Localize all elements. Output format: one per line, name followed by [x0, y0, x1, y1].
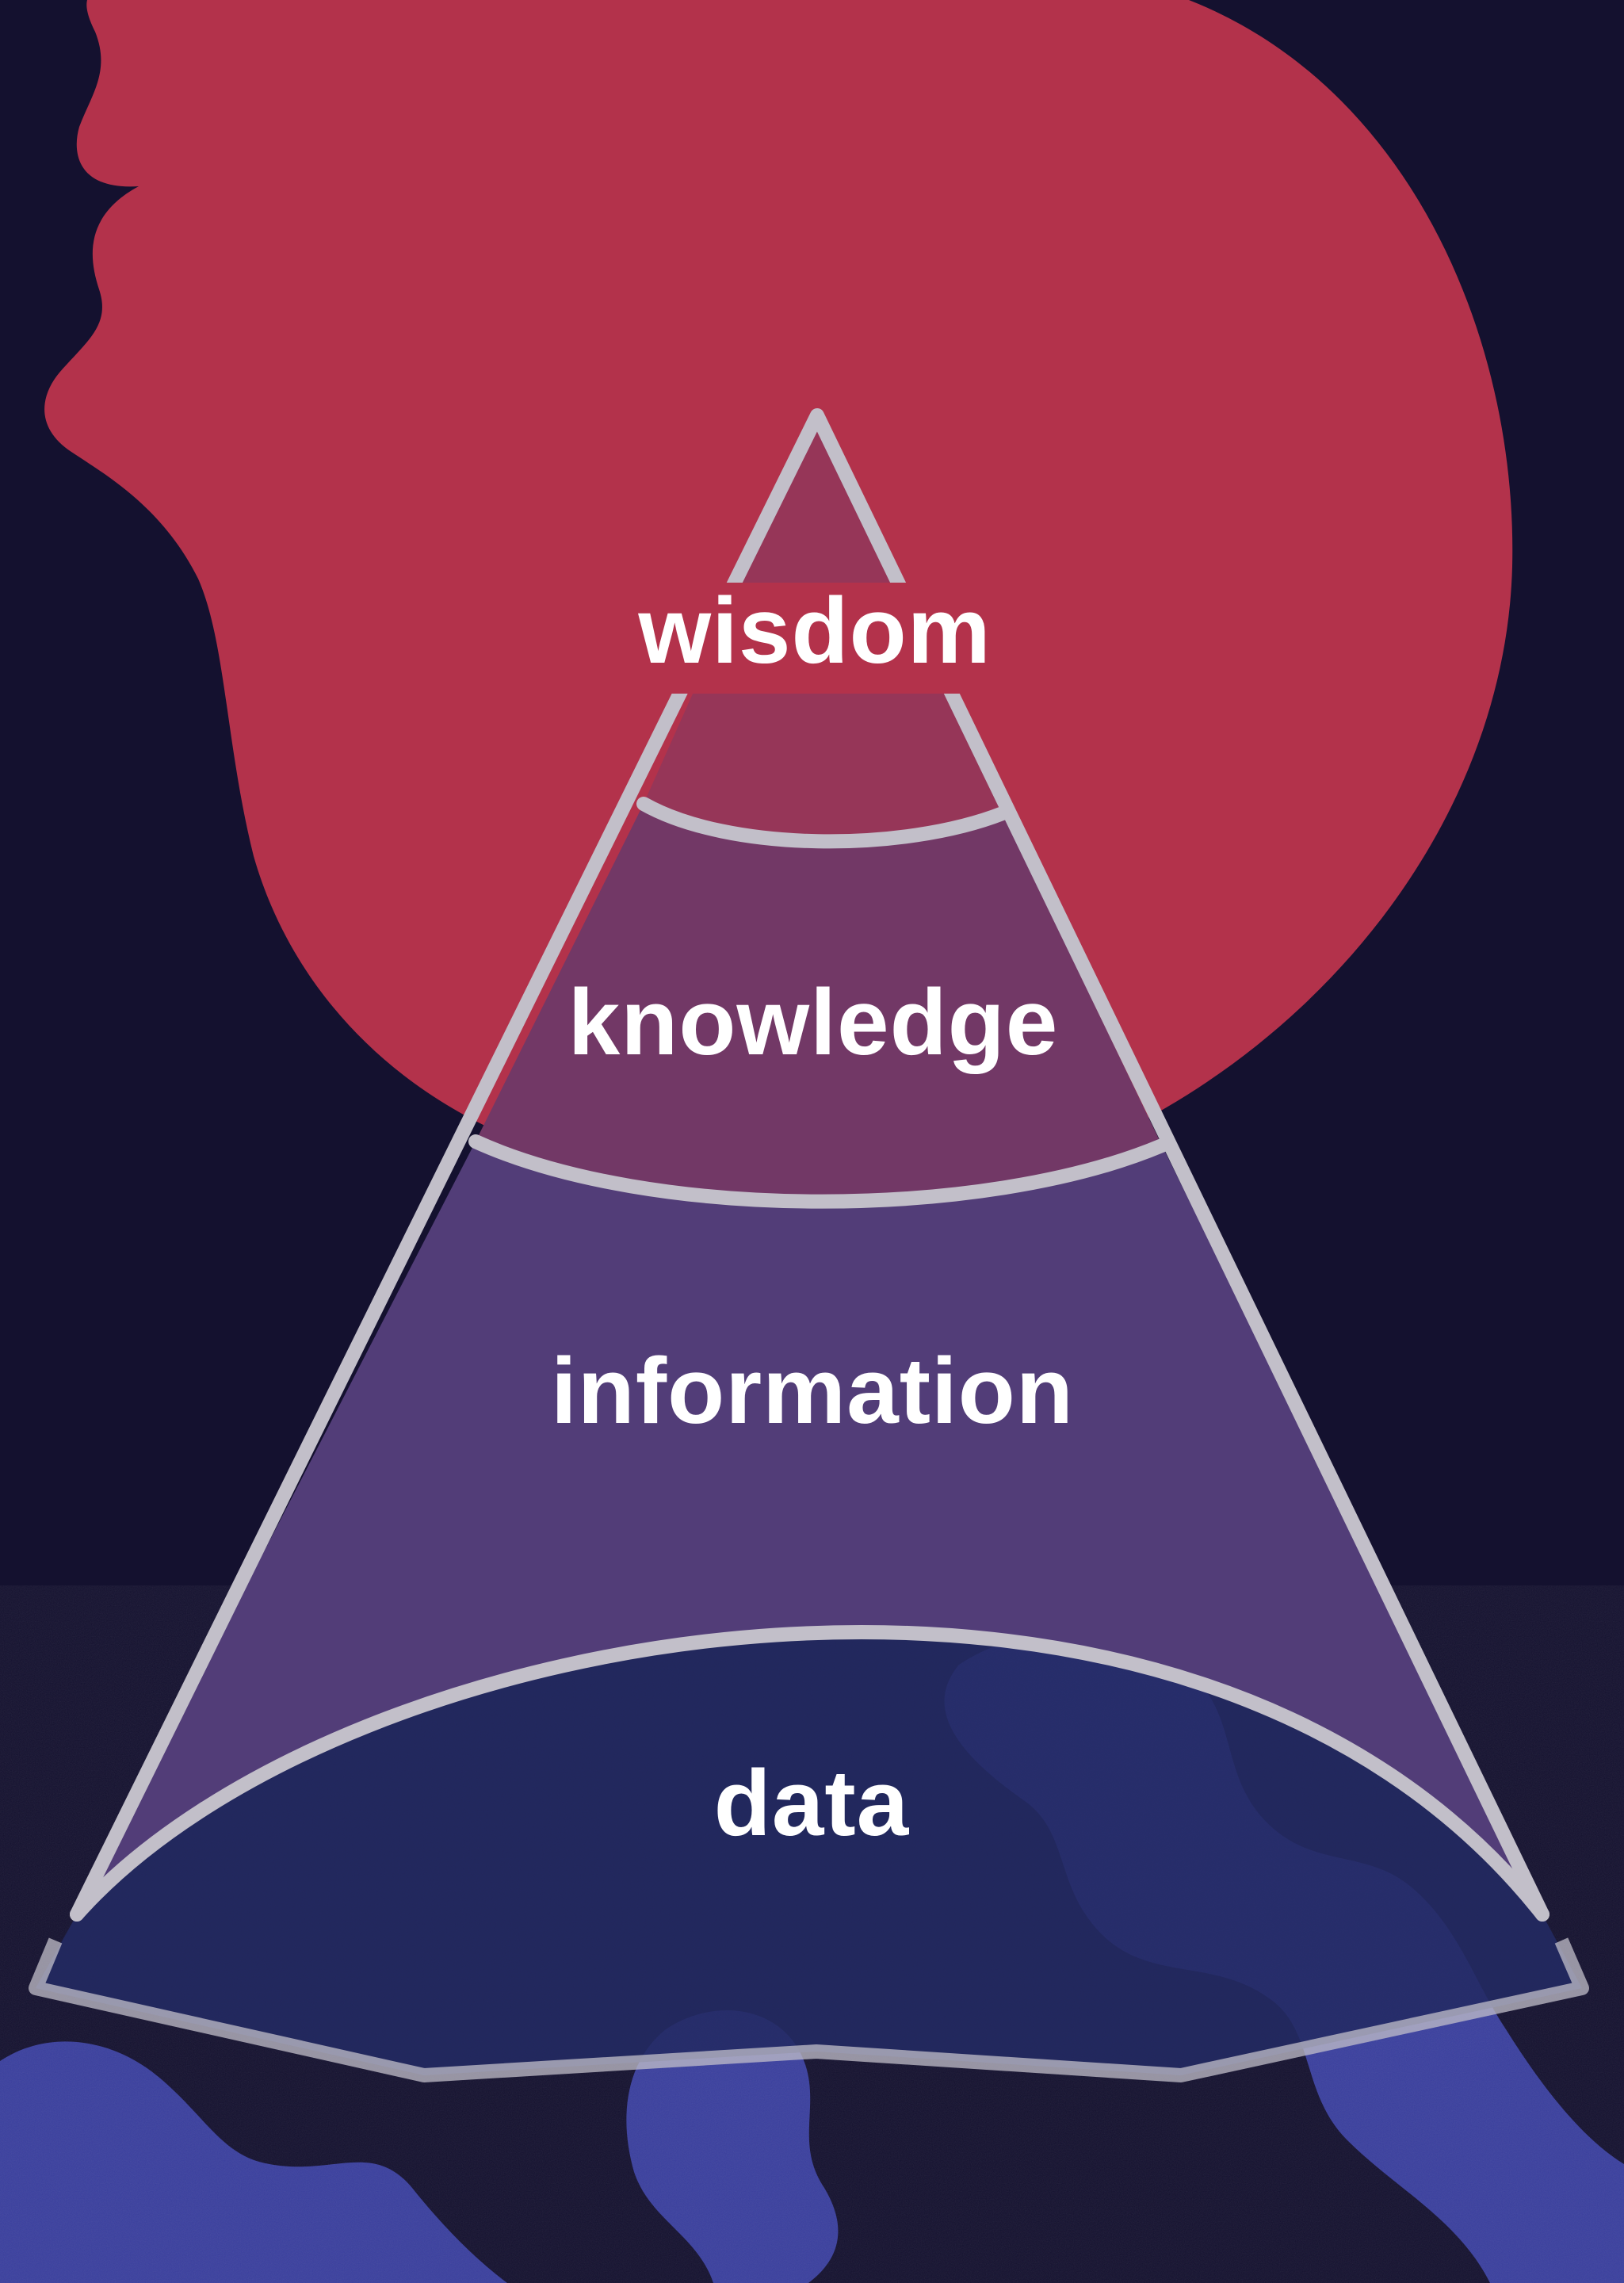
outer-triangle — [70, 408, 1549, 1922]
knowledge-label: knowledge — [568, 970, 1059, 1075]
base-outline — [29, 1937, 1589, 2082]
data-layer — [36, 1631, 1582, 2075]
pyramid — [29, 408, 1589, 2082]
wisdom-label: wisdom — [637, 579, 991, 683]
wisdom-label-band — [634, 583, 1007, 694]
knowledge-divider — [468, 1134, 1169, 1209]
wisdom-divider — [636, 797, 1010, 849]
information-layer — [77, 1142, 1542, 1914]
information-label: information — [551, 1339, 1074, 1444]
pyramid-outline — [70, 408, 1549, 1922]
information-divider — [70, 1624, 1549, 1922]
data-label: data — [714, 1751, 910, 1856]
knowledge-layer — [476, 804, 1162, 1202]
